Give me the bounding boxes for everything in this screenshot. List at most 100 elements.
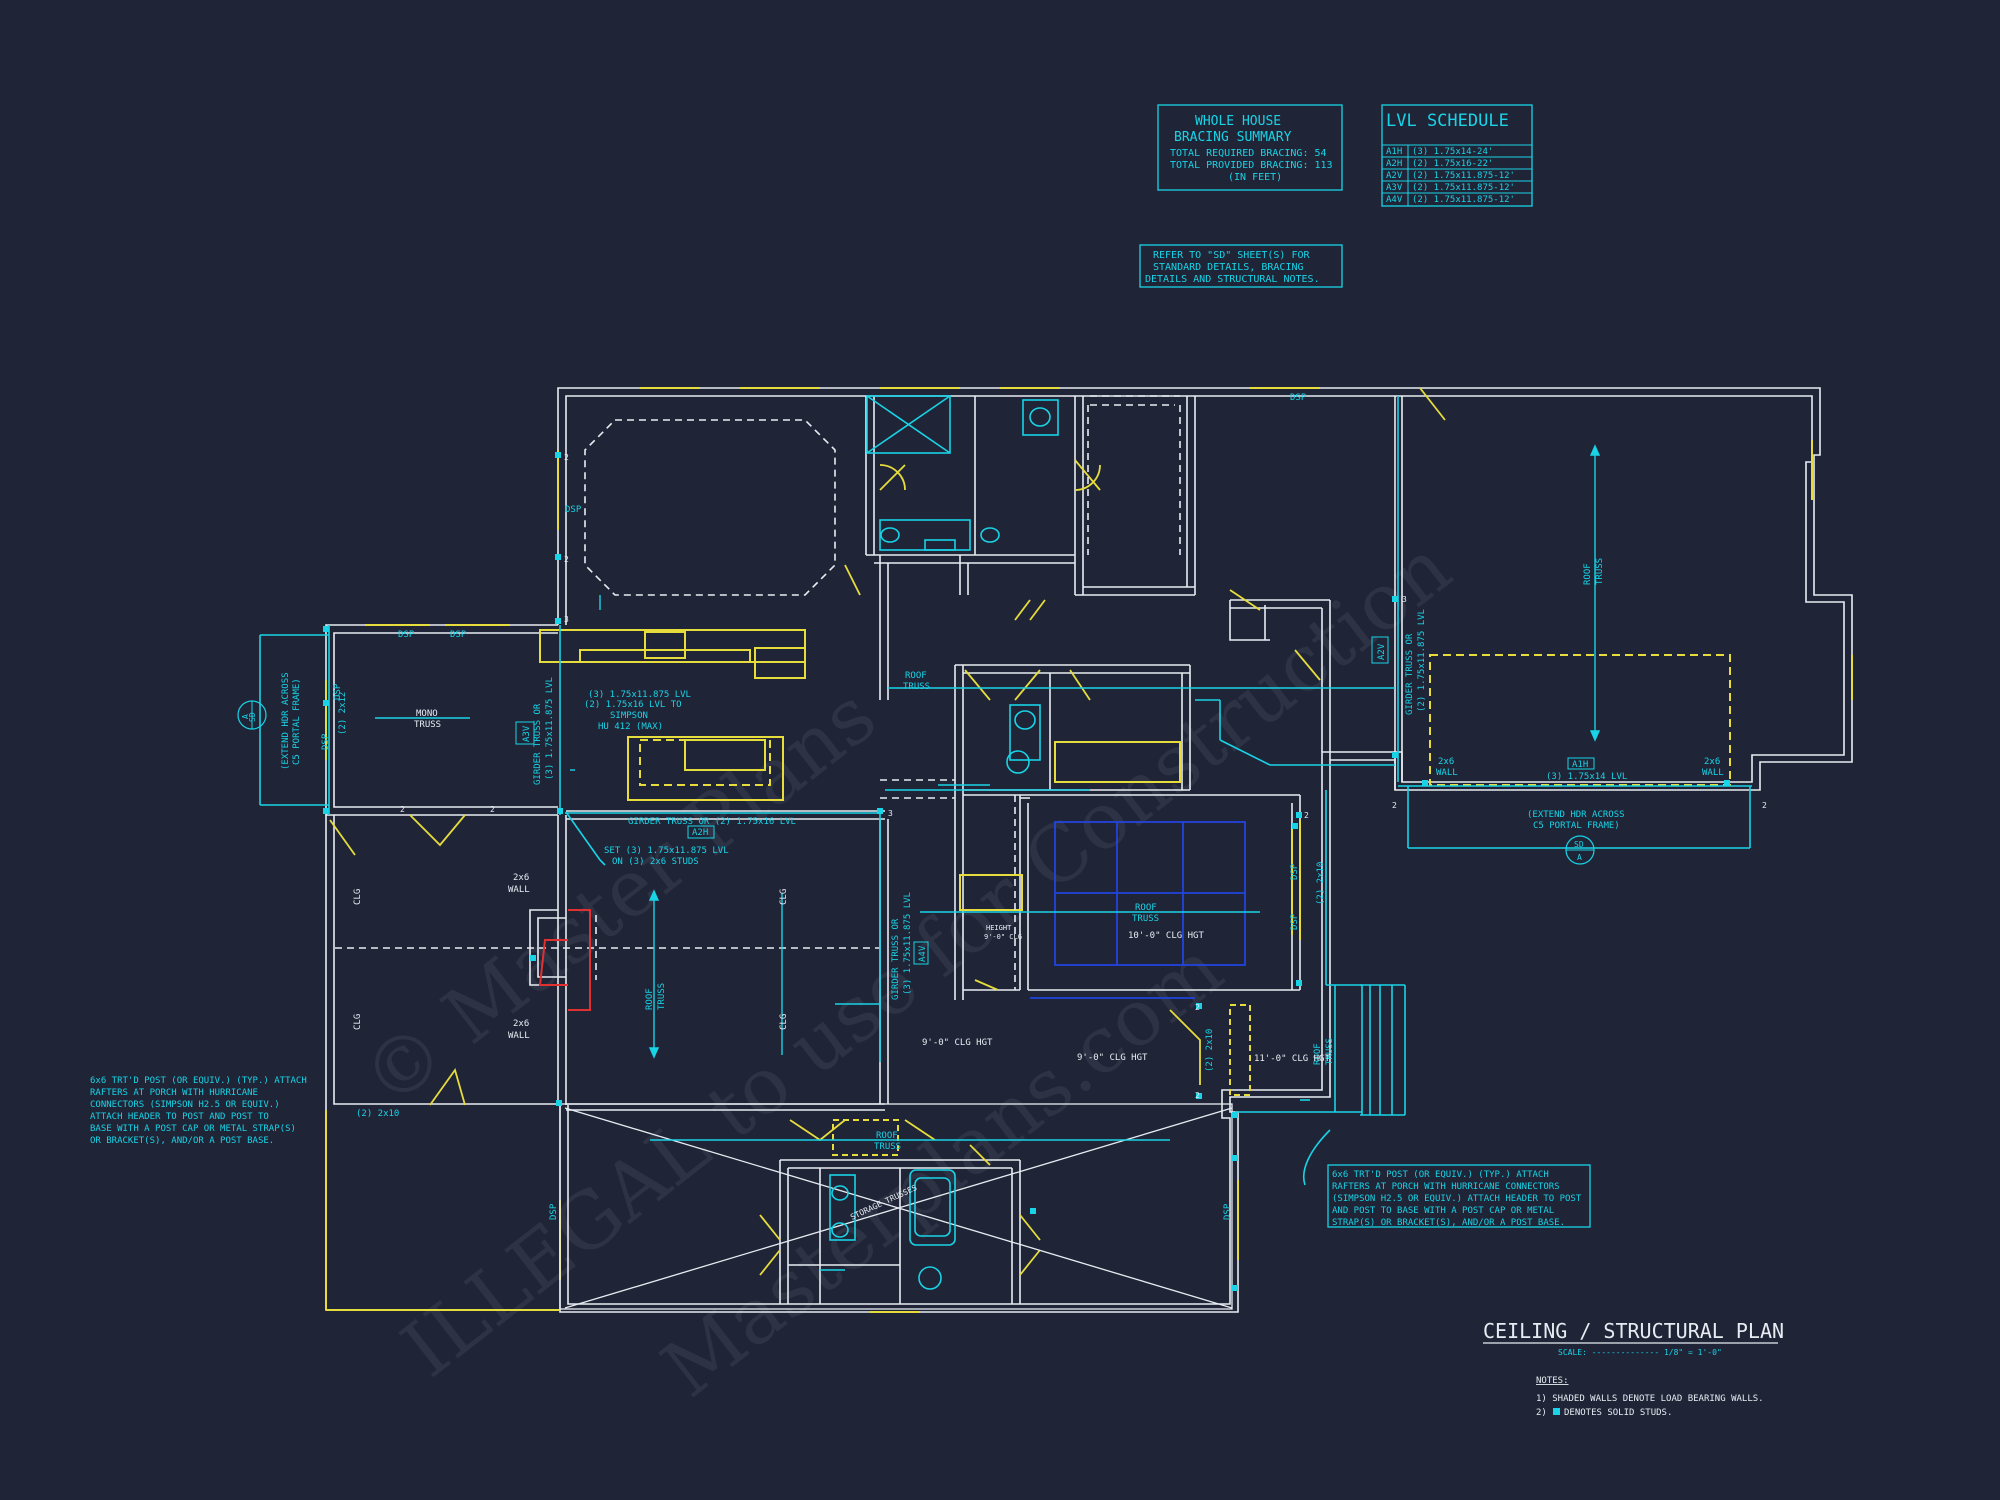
- plan-title: CEILING / STRUCTURAL PLAN: [1483, 1319, 1784, 1343]
- girder-truss-vertical: GIRDER TRUSS OR: [533, 703, 543, 785]
- lvl-schedule-title: LVL SCHEDULE: [1386, 111, 1509, 131]
- porch-note-line: 6x6 TRT'D POST (OR EQUIV.) (TYP.) ATTACH: [1332, 1170, 1549, 1180]
- extend-hdr-note: (EXTEND HDR ACROSS: [1527, 810, 1625, 820]
- bracing-summary-title: BRACING SUMMARY: [1174, 130, 1292, 145]
- label-dsp: DSP: [549, 1203, 559, 1220]
- label-dsp: DSP: [450, 630, 467, 640]
- roof-truss-label: TRUSS: [903, 682, 930, 692]
- girder-truss-vertical: GIRDER TRUSS OR: [891, 918, 901, 1000]
- section-marker-sd: SD: [248, 712, 257, 722]
- lvl-row-tag: A1H: [1386, 147, 1402, 157]
- a3v-tag: A3V: [522, 725, 532, 742]
- lvl-row-spec: (2) 1.75x11.875-12': [1412, 183, 1515, 193]
- wall-2x6-label: 2x6: [513, 873, 529, 883]
- a2v-tag: A2V: [1377, 643, 1387, 660]
- stud-count: 2: [400, 805, 405, 814]
- porch-note-right: 6x6 TRT'D POST (OR EQUIV.) (TYP.) ATTACH…: [1327, 1164, 1591, 1228]
- garage-girder-callout: (2) 1.75x11.875 LVL: [1417, 609, 1427, 712]
- ceiling-height-label: 11'-0" CLG HGT: [1254, 1054, 1330, 1064]
- stud-count: 2: [1195, 1091, 1200, 1100]
- roof-truss-label: TRUSS: [1132, 914, 1159, 924]
- bracing-summary-title: WHOLE HOUSE: [1195, 114, 1281, 129]
- fireplace-hearth: [538, 909, 591, 1011]
- dimension-arrows: [375, 444, 1601, 1141]
- section-marker-a: A: [241, 714, 250, 719]
- header-2x10-label: (2) 2x10: [356, 1109, 399, 1119]
- stud-count: 3: [564, 615, 569, 624]
- height-clg-label: 9'-0" CLG: [984, 933, 1022, 941]
- roof-truss-label: ROOF: [1135, 903, 1157, 913]
- label-dsp: DSP: [1290, 393, 1307, 403]
- porch-note-line: AND POST TO BASE WITH A POST CAP OR META…: [1332, 1206, 1554, 1216]
- roof-truss-label: TRUSS: [874, 1142, 901, 1152]
- ceiling-height-label: 9'-0" CLG HGT: [922, 1038, 993, 1048]
- set-lvl-callout: SET (3) 1.75x11.875 LVL: [604, 846, 729, 856]
- wall-2x6-label: 2x6: [513, 1019, 529, 1029]
- header-2x10-label: (2) 2x10: [1205, 1029, 1215, 1072]
- lvl-row-spec: (2) 1.75x11.875-12': [1412, 171, 1515, 181]
- girder-a2h-callout: GIRDER TRUSS OR (2) 1.75x16 LVL: [628, 817, 796, 827]
- lvl-row-tag: A2H: [1386, 159, 1402, 169]
- set-lvl-callout: ON (3) 2x6 STUDS: [612, 857, 699, 867]
- roof-truss-label: ROOF: [876, 1131, 898, 1141]
- kitchen-lvl-callout: SIMPSON: [610, 711, 648, 721]
- a1h-tag: A1H: [1572, 760, 1588, 770]
- wall-label: WALL: [508, 885, 530, 895]
- refer-note: REFER TO "SD" SHEET(S) FOR STANDARD DETA…: [1139, 244, 1343, 288]
- lvl-vertical: (3) 1.75x11.875 LVL: [903, 892, 913, 995]
- clg-label: CLG: [779, 889, 789, 905]
- ceiling-grid: [1030, 821, 1246, 999]
- refer-note-line: REFER TO "SD" SHEET(S) FOR: [1153, 250, 1311, 261]
- lvl-schedule: LVL SCHEDULE A1H (3) 1.75x14-24' A2H (2)…: [1381, 104, 1533, 207]
- mono-truss-label: MONO: [416, 709, 438, 719]
- wall-2x6-label: 2x6: [1438, 757, 1454, 767]
- section-marker-a: A: [1577, 853, 1582, 862]
- header-2x12-label: (2) 2x12: [338, 692, 348, 735]
- roof-truss-label: ROOF: [645, 988, 655, 1010]
- height-clg-label: HEIGHT: [986, 924, 1012, 932]
- roof-truss-label: ROOF: [1313, 1043, 1323, 1065]
- lvl-row-tag: A2V: [1386, 171, 1403, 181]
- porch-note-line: OR BRACKET(S), AND/OR A POST BASE.: [90, 1136, 274, 1146]
- clg-label: CLG: [779, 1014, 789, 1030]
- roof-truss-label: ROOF: [1583, 563, 1593, 585]
- label-dsp: DSP: [333, 683, 343, 700]
- label-dsp: DSP: [565, 505, 582, 515]
- lvl-row-spec: (2) 1.75x11.875-12': [1412, 195, 1515, 205]
- porch-note-line: BASE WITH A POST CAP OR METAL STRAP(S): [90, 1124, 296, 1134]
- note-2-prefix: 2): [1536, 1408, 1547, 1418]
- porch-note-line: ATTACH HEADER TO POST AND POST TO: [90, 1112, 269, 1122]
- structural-lines: [259, 395, 1752, 1290]
- solid-stud-markers: [323, 452, 1730, 1291]
- label-dsp: DSP: [398, 630, 415, 640]
- garage-girder-callout: GIRDER TRUSS OR: [1405, 633, 1415, 715]
- wall-label: WALL: [1702, 768, 1724, 778]
- extend-hdr-note: (EXTEND HDR ACROSS: [281, 672, 291, 770]
- wall-label: WALL: [508, 1031, 530, 1041]
- dashed-lines: [335, 395, 1181, 990]
- bracing-summary: WHOLE HOUSE BRACING SUMMARY TOTAL REQUIR…: [1157, 104, 1343, 191]
- label-dsp: DSP: [1223, 1203, 1233, 1220]
- roof-truss-label: TRUSS: [657, 983, 667, 1010]
- ceiling-height-label: 10'-0" CLG HGT: [1128, 931, 1204, 941]
- wall-label: WALL: [1436, 768, 1458, 778]
- porch-note-line: CONNECTORS (SIMPSON H2.5 OR EQUIV.): [90, 1100, 280, 1110]
- porch-truss-x: [559, 1103, 1233, 1310]
- refer-note-line: DETAILS AND STRUCTURAL NOTES.: [1145, 274, 1320, 285]
- a2h-tag: A2H: [692, 828, 708, 838]
- lvl-row-tag: A3V: [1386, 183, 1403, 193]
- porch-note-line: RAFTERS AT PORCH WITH HURRICANE: [90, 1088, 258, 1098]
- note-2: DENOTES SOLID STUDS.: [1564, 1408, 1672, 1418]
- solid-stud-legend-icon: [1553, 1408, 1560, 1415]
- refer-note-line: STANDARD DETAILS, BRACING: [1153, 262, 1304, 273]
- clg-label: CLG: [353, 889, 363, 905]
- stud-count: 2: [1195, 1003, 1200, 1012]
- stud-count: 2: [1392, 801, 1397, 810]
- porch-note-left: 6x6 TRT'D POST (OR EQUIV.) (TYP.) ATTACH…: [90, 1076, 307, 1146]
- porch-note-line: 6x6 TRT'D POST (OR EQUIV.) (TYP.) ATTACH: [90, 1076, 307, 1086]
- lvl-row-spec: (2) 1.75x16-22': [1412, 159, 1493, 169]
- lvl-vertical: (3) 1.75x11.875 LVL: [545, 677, 555, 780]
- windows-and-cabinets: [325, 387, 1853, 1313]
- stud-count: 2: [564, 555, 569, 564]
